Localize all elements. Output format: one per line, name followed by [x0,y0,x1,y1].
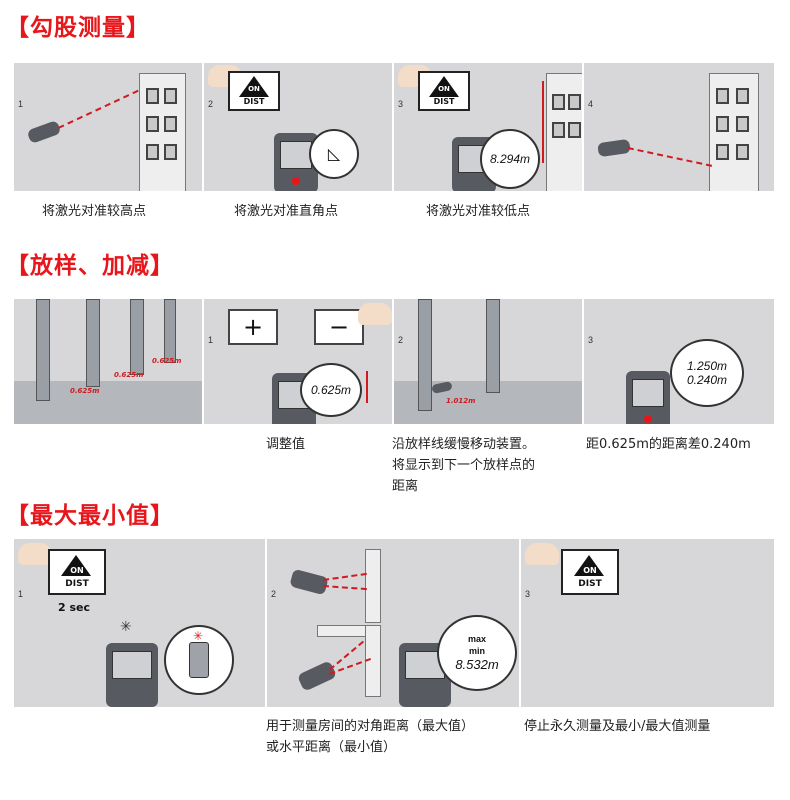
caption: 将显示到下一个放样点的 [392,458,536,473]
caption: 停止永久测量及最小/最大值测量 [524,719,711,734]
pythagoras-panel-2: 2 ON DIST ◺ [204,63,394,191]
caption: 将激光对准较高点 [42,204,147,219]
step-number: 2 [208,99,214,109]
step-number: 3 [588,335,594,345]
on-dist-button[interactable]: ON DIST [228,71,280,111]
max-label: max [467,634,486,644]
stake-mark: 0.625m [152,357,182,365]
height-marker [542,81,544,163]
stakeout-panel-2: 2 1.012m [394,299,584,424]
caption: 用于测量房间的对角距离（最大值） [266,719,475,734]
step-number: 3 [525,589,531,599]
result-line-1: 1.250m [686,359,728,373]
caption: 将激光对准较低点 [426,204,531,219]
pythagoras-panel-3: 3 ON DIST 8.294m [394,63,584,191]
laser-on-icon: ✳ [120,619,132,635]
step-number: 3 [398,99,404,109]
step-number: 1 [18,589,24,599]
stake-mark: 0.625m [114,371,144,379]
building-wall [139,73,186,191]
laser-beam [58,89,139,129]
section-title-minmax: 【最大最小值】 [6,503,174,529]
laser-meter-device [106,643,158,707]
laser-meter-device [399,643,451,707]
caption: 沿放样线缓慢移动装置。 [392,437,536,452]
stakeout-panel-0: 0.625m 0.625m 0.625m [14,299,204,424]
device-mini-icon: ✳ [189,629,209,678]
result-bubble: 1.250m 0.240m [670,339,744,407]
laser-meter-device [289,568,329,596]
step-number: 2 [398,335,404,345]
minmax-panel-3: 3 ON DIST [521,539,774,707]
building-wall [546,73,582,191]
adjust-arrow [366,371,368,403]
minmax-reading-bubble: max min 8.532m [437,615,517,691]
step-number: 2 [271,589,277,599]
section-title-stakeout: 【放样、加减】 [6,253,174,279]
stakeout-panel-1: 1 + − 0.625m [204,299,394,424]
pythagoras-panel-4: 4 [584,63,774,191]
stake-mark: 1.012m [446,397,476,405]
laser-meter-device [626,371,670,424]
min-label: min [468,646,485,656]
laser-meter-device [296,660,338,692]
caption: 将激光对准直角点 [234,204,339,219]
minmax-panel-row: 1 ON DIST 2 sec ✳ ✳ 2 m [14,539,774,707]
caption: 距离 [392,479,419,494]
right-angle-icon: ◺ [327,146,341,163]
laser-mode-bubble: ✳ [164,625,234,695]
hand-pointer-icon [525,543,559,565]
hand-pointer-icon [18,543,52,565]
right-angle-bubble: ◺ [309,129,359,179]
step-number: 4 [588,99,594,109]
laser-meter-device [597,138,631,158]
distance-reading: 8.532m [455,657,499,672]
laser-meter-device [26,119,62,145]
distance-reading-bubble: 8.294m [480,129,540,189]
caption: 调整值 [266,437,306,452]
corner-wall [365,625,381,697]
wall-section [365,549,381,623]
minus-button[interactable]: − [314,309,364,345]
on-dist-button[interactable]: ON DIST [418,71,470,111]
minmax-panel-2: 2 max min 8.532m [267,539,521,707]
minmax-panel-1: 1 ON DIST 2 sec ✳ ✳ [14,539,267,707]
plus-button[interactable]: + [228,309,278,345]
section-title-pythagoras: 【勾股测量】 [6,15,150,41]
stakeout-panel-row: 0.625m 0.625m 0.625m 1 + − 0.625m 2 1.01… [14,299,774,424]
caption: 距0.625m的距离差0.240m [586,437,751,452]
laser-beam [627,147,713,167]
step-number: 1 [208,335,214,345]
on-dist-button[interactable]: ON DIST [48,549,106,595]
step-number: 1 [18,99,24,109]
on-dist-button[interactable]: ON DIST [561,549,619,595]
pythagoras-panel-1: 1 [14,63,204,191]
hand-pointer-icon [358,303,392,325]
distance-reading-bubble: 0.625m [300,363,362,417]
stake-mark: 0.625m [70,387,100,395]
stakeout-panel-3: 3 1.250m 0.240m [584,299,774,424]
caption: 或水平距离（最小值） [266,740,397,755]
pythagoras-panel-row: 1 2 ON DIST ◺ 3 ON DIST [14,63,774,191]
hold-duration: 2 sec [58,601,91,614]
building-wall [709,73,759,191]
result-line-2: 0.240m [686,373,728,387]
